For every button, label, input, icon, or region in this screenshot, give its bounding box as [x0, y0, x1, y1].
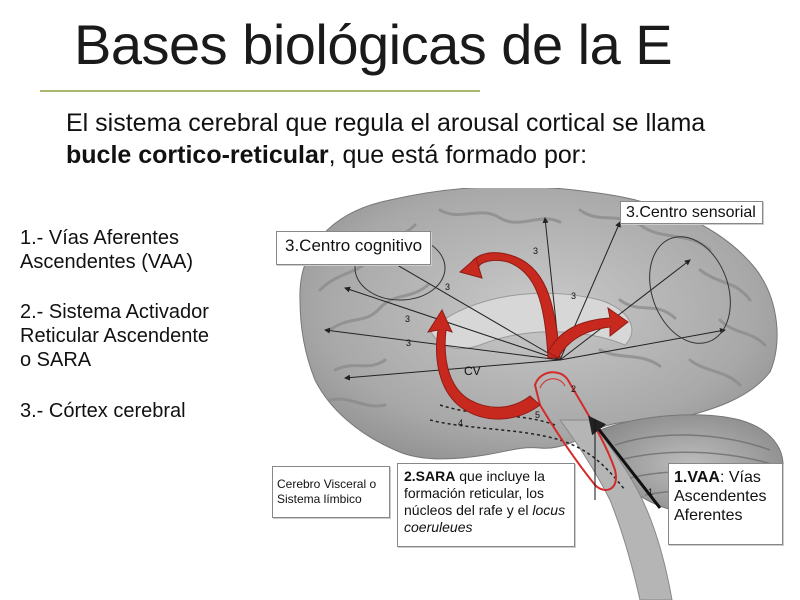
pathway-number-3a: 3 — [533, 246, 538, 256]
callout-limbic-system: Cerebro Visceral o Sistema límbico — [272, 466, 390, 518]
sara-heading: 2.SARA — [404, 468, 456, 484]
red-arrow-sensory — [547, 306, 629, 359]
brainstem-shape — [559, 419, 673, 600]
slide-title: Bases biológicas de la E — [74, 13, 673, 76]
sara-description: que incluye la formación reticular, los … — [404, 468, 545, 518]
callout-sara: 2.SARA que incluye la formación reticula… — [397, 463, 575, 547]
vaa-description: : Vías Ascendentes Aferentes — [674, 469, 767, 524]
pathway-number-3e: 3 — [406, 338, 411, 348]
gyri-texture — [318, 208, 767, 408]
red-arrow-lower — [426, 308, 541, 420]
pathway-number-3b: 3 — [445, 282, 450, 292]
pathway-number-1: 1 — [648, 487, 653, 497]
callout-cognitive-center: 3.Centro cognitivo — [276, 231, 432, 265]
cv-label: CV — [464, 364, 481, 378]
corpus-callosum — [429, 292, 633, 350]
pathway-number-3d: 3 — [405, 314, 410, 324]
title-underline — [40, 90, 480, 92]
pathway-number-5: 5 — [535, 410, 540, 420]
list-item-vaa: 1.- Vías Aferentes Ascendentes (VAA) — [20, 227, 194, 273]
pathway-number-4: 4 — [458, 418, 463, 428]
pathway-number-3c: 3 — [571, 291, 576, 301]
intro-bold-term: bucle cortico-reticular — [66, 141, 329, 169]
list-item-cortex: 3.- Córtex cerebral — [20, 400, 186, 422]
intro-text-end: , que está formado por: — [328, 141, 588, 169]
sara-locus: locus coeruleues — [404, 502, 566, 535]
vaa-heading: 1.VAA — [674, 469, 720, 486]
intro-paragraph: El sistema cerebral que regula el arousa… — [66, 107, 756, 171]
callout-vaa: 1.VAA: Vías Ascendentes Aferentes — [668, 463, 783, 545]
callout-sensory-center: 3.Centro sensorial — [620, 201, 763, 224]
sensory-area-outline — [649, 236, 731, 344]
pathway-number-2: 2 — [571, 384, 576, 394]
vaa-arrow — [588, 415, 662, 509]
intro-text-start: El sistema cerebral que regula el arousa… — [66, 109, 706, 137]
sara-outline — [533, 371, 617, 491]
red-arrows — [426, 252, 629, 420]
list-item-sara: 2.- Sistema Activador Reticular Ascenden… — [20, 301, 210, 371]
